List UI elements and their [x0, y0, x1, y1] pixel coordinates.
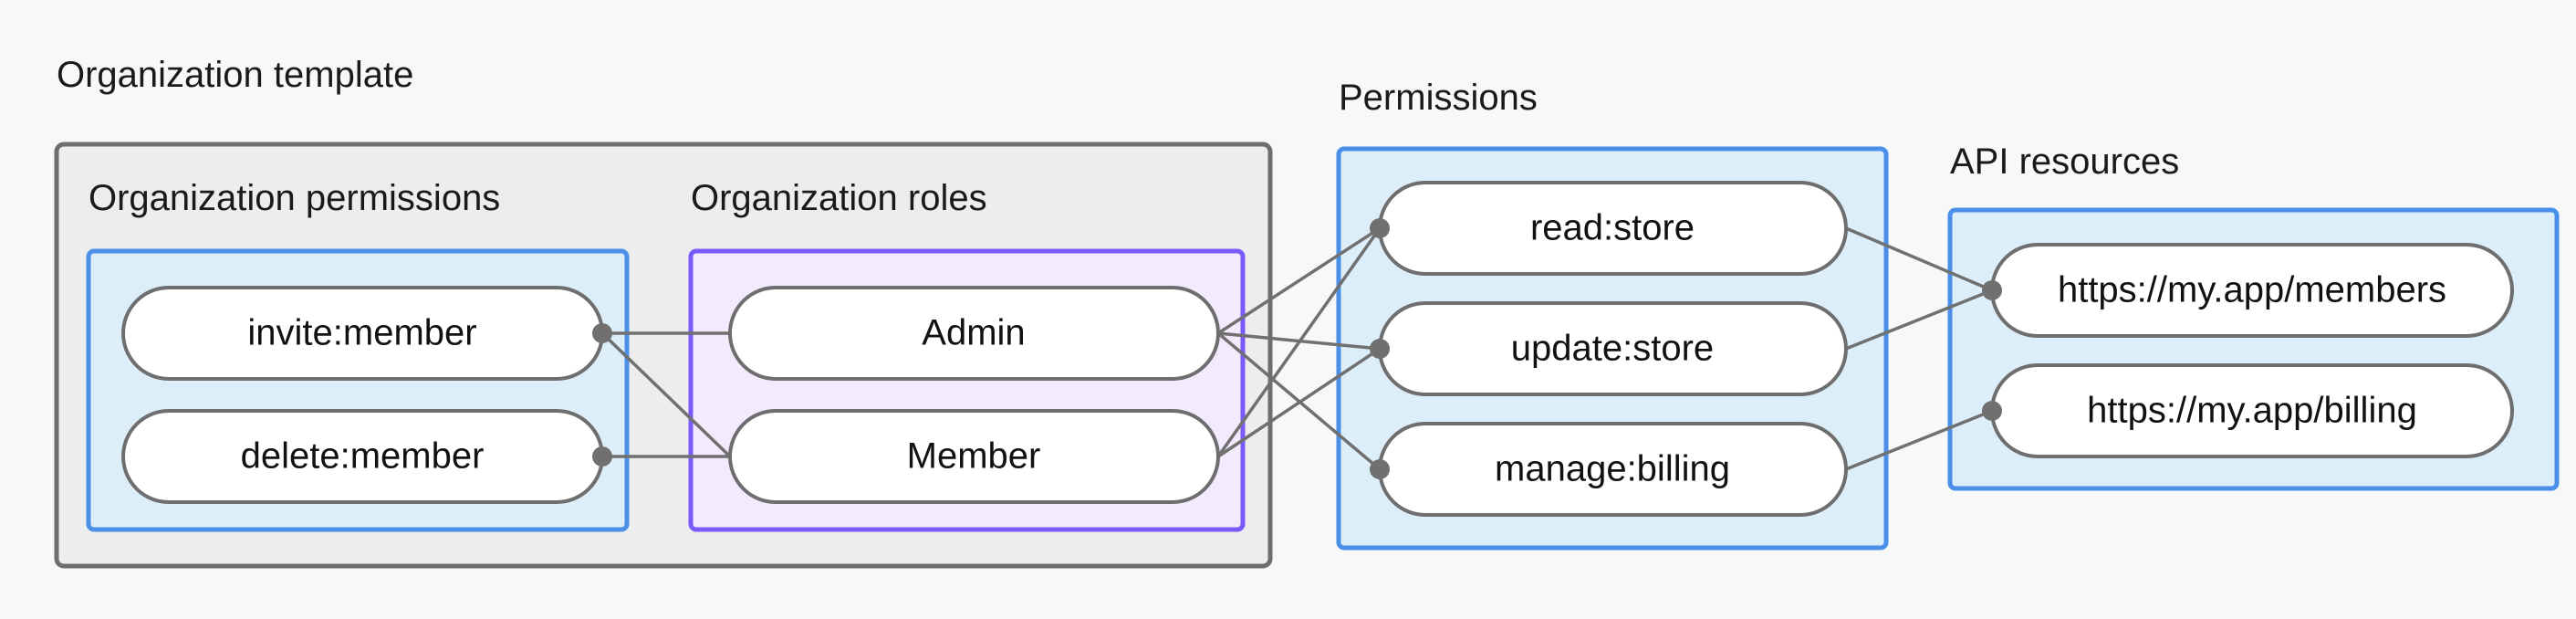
port-layer	[592, 218, 2002, 479]
node-member[interactable]: Member	[728, 409, 1220, 504]
edge-update-store-to-res-members	[1845, 289, 1993, 351]
node-invite-member[interactable]: invite:member	[121, 286, 604, 381]
node-read-store[interactable]: read:store	[1378, 181, 1848, 276]
edge-invite-member-to-member	[600, 331, 732, 458]
node-res-members[interactable]: https://my.app/members	[1990, 243, 2514, 338]
node-res-billing[interactable]: https://my.app/billing	[1990, 363, 2514, 458]
node-label-manage-billing: manage:billing	[1495, 449, 1730, 489]
edge-read-store-to-res-members	[1845, 226, 1993, 292]
node-admin[interactable]: Admin	[728, 286, 1220, 381]
node-label-delete-member: delete:member	[241, 436, 485, 477]
node-shape-member[interactable]	[728, 409, 1220, 504]
edge-member-to-update-store	[1217, 347, 1381, 458]
port-dot-res-members-in	[1982, 280, 2002, 300]
group-title-organization-template: Organization template	[57, 55, 413, 95]
node-manage-billing[interactable]: manage:billing	[1378, 422, 1848, 517]
port-dot-manage-billing-in	[1370, 459, 1390, 479]
port-dot-invite-member-out	[592, 323, 612, 343]
edge-member-to-read-store	[1216, 226, 1382, 458]
node-delete-member[interactable]: delete:member	[121, 409, 604, 504]
port-dot-res-billing-in	[1982, 401, 2002, 421]
group-title-api-resources: API resources	[1950, 142, 2179, 182]
node-label-res-billing: https://my.app/billing	[2087, 391, 2417, 431]
node-label-res-members: https://my.app/members	[2058, 270, 2446, 310]
port-dot-delete-member-out	[592, 446, 612, 467]
node-label-admin: Admin	[922, 313, 1025, 353]
port-dot-read-store-in	[1370, 218, 1390, 238]
group-title-organization-roles: Organization roles	[691, 178, 987, 218]
group-title-organization-permissions: Organization permissions	[89, 178, 500, 218]
node-label-update-store: update:store	[1511, 329, 1714, 369]
edge-manage-billing-to-res-billing	[1845, 409, 1993, 471]
group-title-permissions: Permissions	[1339, 78, 1538, 118]
edge-layer	[600, 226, 1993, 471]
node-label-invite-member: invite:member	[247, 313, 476, 353]
node-update-store[interactable]: update:store	[1378, 301, 1848, 396]
node-label-member: Member	[907, 436, 1041, 477]
node-shape-admin[interactable]	[728, 286, 1220, 381]
edge-admin-to-read-store	[1217, 226, 1381, 335]
node-label-read-store: read:store	[1530, 208, 1695, 248]
port-dot-update-store-in	[1370, 339, 1390, 359]
